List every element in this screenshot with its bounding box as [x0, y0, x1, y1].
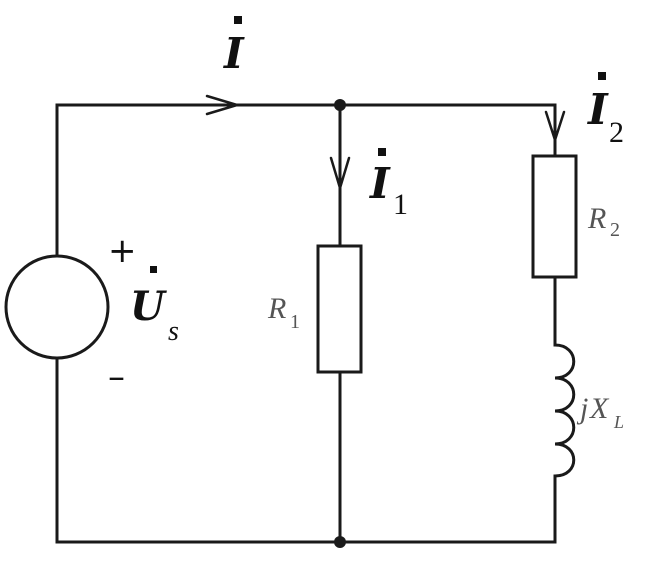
resistor-r2 — [531, 154, 578, 279]
source-subscript: s — [168, 316, 179, 347]
label-current-1: I 1 — [369, 148, 408, 221]
current-arrow-2 — [544, 110, 566, 142]
label-source: + U s – — [108, 231, 179, 397]
current-2-subscript: 2 — [609, 116, 624, 149]
source-minus-sign: – — [108, 357, 125, 397]
label-resistor-2: R 2 — [587, 202, 620, 241]
inductor-symbol: X — [589, 392, 610, 425]
label-inductor: j X L — [576, 392, 624, 432]
current-arrow-total — [205, 94, 239, 116]
junction-top — [334, 99, 346, 111]
current-arrow-1 — [329, 156, 351, 190]
source-symbol: U — [130, 283, 167, 330]
junction-bottom — [334, 536, 346, 548]
inductor-coil — [553, 343, 576, 478]
resistor-2-subscript: 2 — [610, 219, 620, 241]
circuit-wires — [55, 103, 557, 544]
inductor-subscript: L — [613, 412, 624, 432]
dot-accent — [234, 16, 242, 24]
label-current-total: I — [223, 16, 245, 78]
label-current-2: I 2 — [587, 72, 624, 149]
current-1-symbol: I — [369, 159, 391, 208]
dot-accent — [598, 72, 606, 80]
current-total-symbol: I — [223, 29, 245, 78]
current-2-symbol: I — [587, 85, 609, 134]
current-1-subscript: 1 — [393, 188, 408, 221]
dot-accent — [378, 148, 386, 156]
voltage-source — [4, 254, 110, 360]
source-plus-sign: + — [108, 231, 137, 271]
resistor-1-symbol: R — [267, 292, 286, 325]
resistor-1-subscript: 1 — [290, 311, 300, 333]
dot-accent — [150, 266, 157, 273]
resistor-2-symbol: R — [587, 202, 606, 235]
label-resistor-1: R 1 — [267, 292, 300, 333]
resistor-r1 — [316, 244, 363, 374]
inductor-prefix: j — [576, 392, 588, 425]
